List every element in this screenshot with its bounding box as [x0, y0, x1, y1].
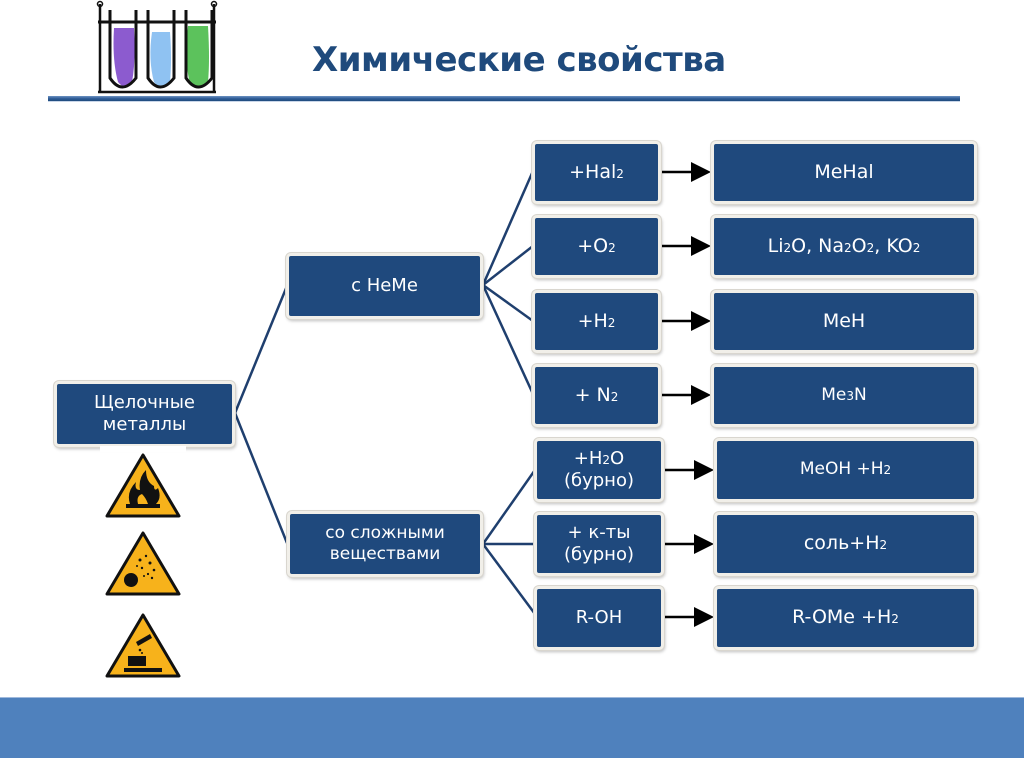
reagent-label-line1: + к-ты	[567, 522, 631, 544]
product-label: соль+H2	[803, 532, 888, 555]
root-node-alkali-metals: Щелочные металлы	[54, 381, 235, 447]
reagent-node: +O2	[532, 215, 661, 278]
product-node: Li2O, Na2O2, KO2	[711, 215, 977, 278]
reagent-node: + к-ты (бурно)	[534, 512, 664, 576]
root-label-line1: Щелочные	[94, 391, 195, 413]
connector-nonmetals-o2	[482, 245, 534, 286]
title-underline-shadow	[48, 101, 960, 102]
product-label: R-OMe +H2	[792, 606, 899, 629]
connector-nonmetals-n2	[481, 284, 535, 395]
flammable-warning-icon	[105, 453, 181, 518]
reagent-label: + N2	[574, 383, 619, 406]
reagent-label: +O2	[577, 234, 616, 257]
product-label: MeHal	[814, 160, 874, 183]
reagent-node: R-OH	[534, 586, 664, 650]
product-label: MeOH +H2	[799, 459, 892, 480]
reagent-node: +H2O (бурно)	[534, 438, 664, 502]
product-label: MeH	[822, 309, 866, 332]
branch-label-line1: со сложными	[325, 522, 445, 543]
branch-label-line2: веществами	[329, 544, 441, 564]
connector-nonmetals-h2	[482, 283, 534, 323]
reagent-label-line2: (бурно)	[563, 470, 634, 491]
reagent-label-line2: (бурно)	[563, 544, 634, 565]
corrosive-warning-icon	[105, 613, 181, 678]
reagent-label-line1: +H2O	[573, 448, 625, 470]
explosive-warning-icon	[105, 531, 181, 596]
branch-node-compounds: со сложными веществами	[287, 511, 483, 577]
reagent-label: +H2	[577, 309, 616, 332]
branch-node-nonmetals: с НеМе	[286, 253, 483, 319]
product-node: MeOH +H2	[714, 438, 977, 502]
connector-root-to-compounds	[233, 412, 289, 544]
reagent-node: +Hal2	[532, 141, 661, 204]
product-node: MeHal	[711, 141, 977, 204]
connector-compounds-h2o	[481, 469, 537, 545]
product-node: R-OMe +H2	[714, 586, 977, 650]
root-label-line2: металлы	[102, 414, 187, 435]
product-node: Me3N	[711, 364, 977, 427]
branch-label: с НеМе	[351, 274, 418, 296]
connector-compounds-roh	[481, 543, 537, 615]
slide-title: Химические свойства	[312, 40, 726, 80]
product-node: соль+H2	[714, 512, 977, 576]
footer-band	[0, 697, 1024, 758]
reagent-label: R-OH	[575, 606, 623, 628]
title-underline	[48, 96, 960, 101]
test-tubes-rack-icon	[96, 0, 218, 94]
reagent-node: + N2	[532, 364, 661, 427]
product-label: Li2O, Na2O2, KO2	[767, 234, 921, 257]
root-divider	[100, 446, 186, 452]
connector-nonmetals-hal2	[481, 170, 535, 286]
product-node: MeH	[711, 290, 977, 353]
reagent-node: +H2	[532, 290, 661, 353]
reagent-label: +Hal2	[569, 160, 624, 183]
product-label: Me3N	[821, 384, 867, 405]
connector-root-to-nonmetals	[233, 285, 289, 414]
